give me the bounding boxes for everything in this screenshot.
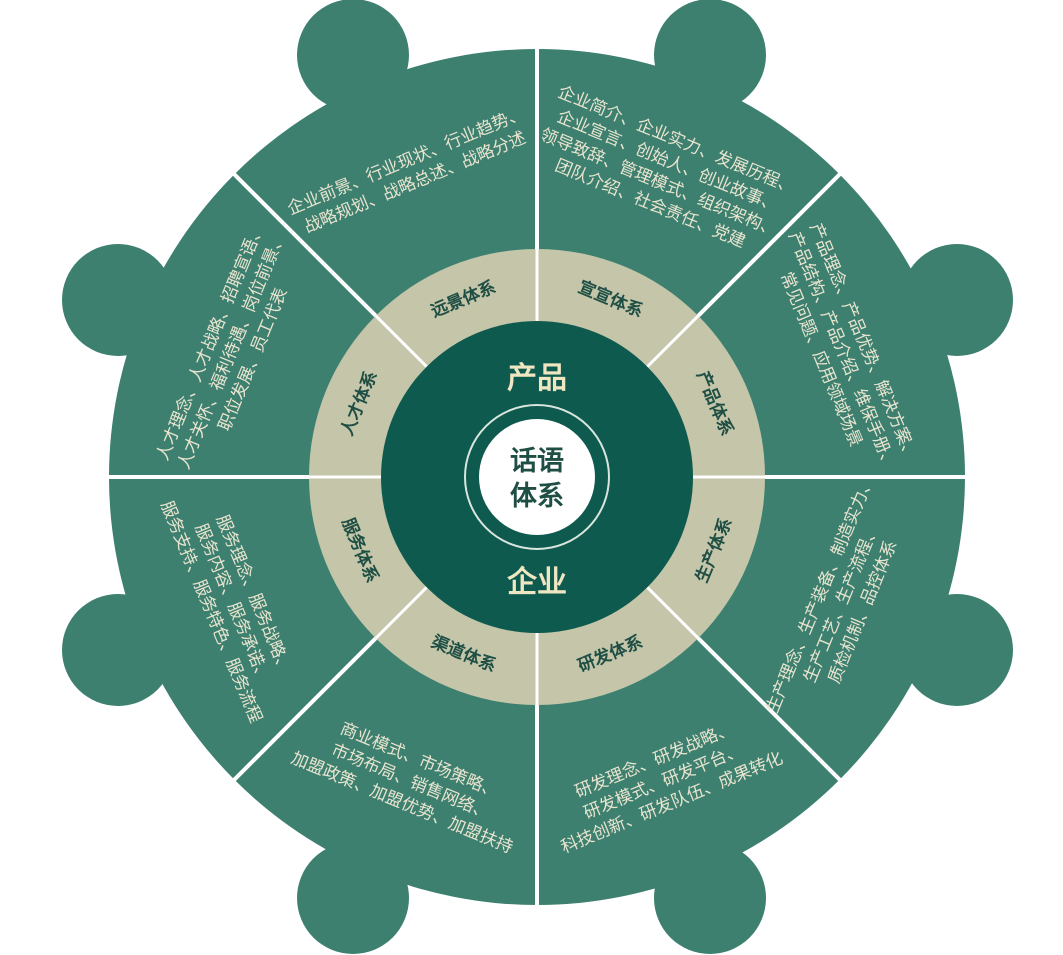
divider-1 <box>696 171 843 318</box>
divider-5 <box>231 636 378 783</box>
inner-divider-1 <box>646 314 700 368</box>
core-label-line2: 体系 <box>510 481 564 512</box>
core-disc <box>479 419 595 535</box>
segment-dividers <box>107 47 967 907</box>
core-ring <box>464 404 610 550</box>
inner-divider-3 <box>374 314 428 368</box>
divider-3 <box>231 171 378 318</box>
inner-divider-7 <box>646 586 700 640</box>
inner-ring-dividers <box>309 249 765 705</box>
center-top-label: 产品 <box>507 361 567 396</box>
inner-divider-5 <box>374 586 428 640</box>
divider-7 <box>696 636 843 783</box>
core-label-line1: 话语 <box>510 446 564 477</box>
center-bottom-label: 企业 <box>507 565 567 600</box>
